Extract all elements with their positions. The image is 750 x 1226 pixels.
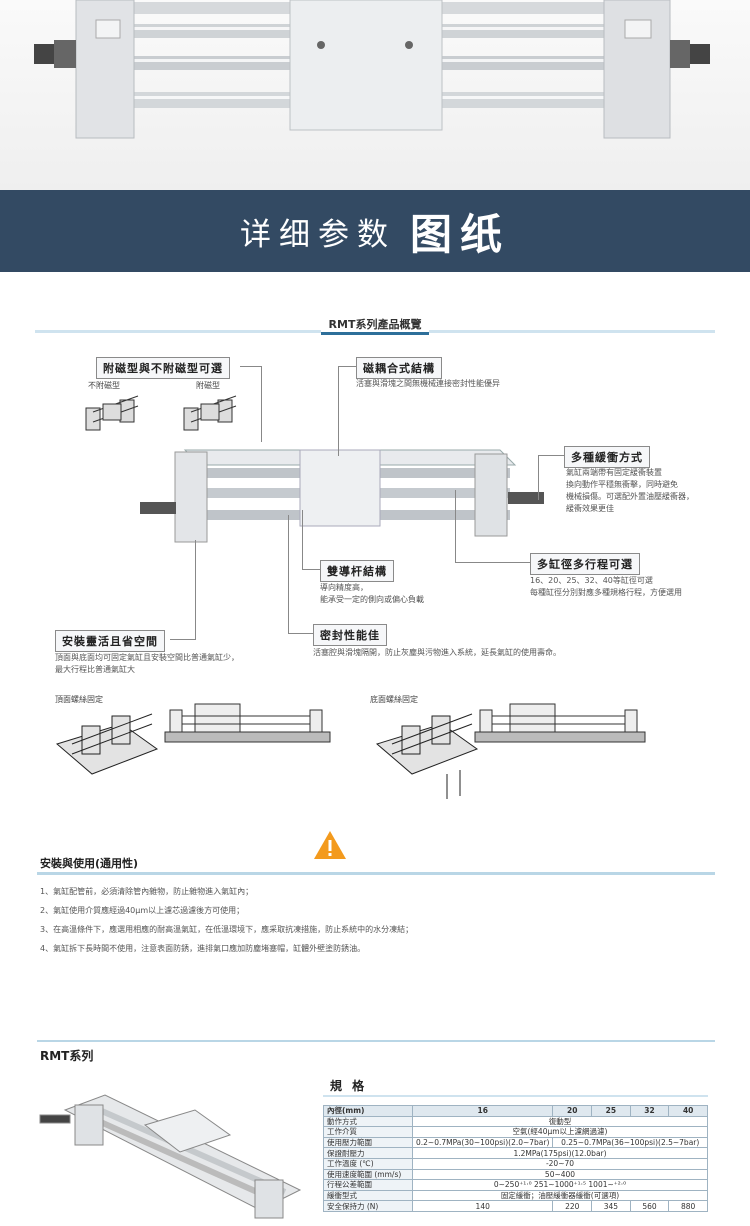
- label-bottom-mount: 底面螺絲固定: [370, 695, 418, 704]
- leader-line: [538, 455, 564, 456]
- table-row: 保證耐壓力 1.2MPa(175psi)(12.0bar): [323, 1147, 708, 1159]
- usage-item: 1、氣缸配管前，必須清除管內雜物，防止雜物進入氣缸內；: [40, 887, 254, 896]
- section-banner: 详细参数 图纸: [0, 190, 750, 272]
- leader-line: [288, 633, 313, 634]
- leader-line: [538, 455, 539, 500]
- usage-rule: [37, 872, 715, 875]
- product-photo-top: [0, 0, 750, 190]
- table-row: 緩衝型式 固定緩衝；油壓緩衝器緩衝(可選項): [323, 1189, 708, 1202]
- note-install: 頂面與底面均可固定氣缸且安裝空間比普通氣缸少， 最大行程比普通氣缸大: [55, 653, 239, 674]
- tag-buffer: 多種緩衝方式: [564, 446, 650, 468]
- usage-item: 2、氣缸使用介質應經過40μm以上濾芯過濾後方可使用；: [40, 906, 245, 915]
- table-row: 使用壓力範圍 0.2~0.7MPa(30~100psi)(2.0~7bar) 0…: [323, 1136, 708, 1149]
- note-seal: 活塞腔與滑塊隔開，防止灰塵與污物進入系統，延長氣缸的使用壽命。: [313, 648, 561, 657]
- warning-icon: [313, 829, 347, 865]
- table-row: 使用速度範圍 (mm/s) 50~400: [323, 1168, 708, 1181]
- overview-title: RMT系列產品概覽: [0, 316, 750, 335]
- tag-install: 安裝靈活且省空間: [55, 630, 165, 652]
- non-magnetic-cylinder-image: [78, 390, 148, 444]
- spec-rule: [323, 1095, 708, 1097]
- leader-line: [195, 540, 196, 640]
- spec-title: 規 格: [330, 1079, 368, 1093]
- tag-seal: 密封性能佳: [313, 624, 387, 646]
- label-top-mount: 頂面螺絲固定: [55, 695, 103, 704]
- table-row: 動作方式 復動型: [323, 1115, 708, 1128]
- note-double-rod: 導向精度高， 能承受一定的側向或偏心負載: [320, 583, 424, 604]
- top-mount-side-drawing: [160, 702, 335, 751]
- leader-line: [338, 366, 339, 456]
- banner-title-bold: 图纸: [409, 209, 510, 259]
- leader-line: [302, 510, 303, 570]
- usage-item: 4、氣缸拆下長時間不使用，注意表面防銹，進排氣口應加防塵堵塞帽，缸體外壁塗防銹油…: [40, 944, 366, 953]
- magnetic-cylinder-image: [176, 390, 246, 444]
- leader-line: [302, 569, 320, 570]
- rmt-title: RMT系列: [40, 1049, 94, 1063]
- leader-line: [240, 366, 262, 367]
- note-stroke: 16、20、25、32、40等缸徑可選 每種缸徑分別對應多種規格行程，方便選用: [530, 576, 682, 597]
- leader-line: [170, 639, 195, 640]
- spec-table: 內徑(mm) 16 20 25 32 40 動作方式 復動型 工作介質 空氣(經…: [323, 1105, 708, 1212]
- note-buffer: 氣缸兩端帶有固定緩衝裝置 換向動作平穩無衝擊，同時避免 機械損傷。可選配外置油壓…: [566, 468, 694, 513]
- rmt-product-photo: [35, 1080, 305, 1226]
- leader-line: [261, 366, 262, 442]
- top-mount-iso-drawing: [52, 704, 162, 798]
- usage-list: 1、氣缸配管前，必須清除管內雜物，防止雜物進入氣缸內； 2、氣缸使用介質應經過4…: [40, 882, 413, 958]
- table-row: 行程公差範圍 0~250⁺¹·⁰ 251~1000⁺¹·⁵ 1001~⁺²·⁰: [323, 1179, 708, 1191]
- tag-magnetic-coupling: 磁耦合式結構: [356, 357, 442, 379]
- usage-title: 安裝與使用(通用性): [40, 857, 139, 870]
- note-coupling: 活塞與滑塊之間無機械連接密封性能優异: [356, 379, 500, 388]
- bottom-mount-iso-drawing: [372, 704, 482, 808]
- leader-line: [455, 562, 530, 563]
- tag-magnetic-choice: 附磁型與不附磁型可選: [96, 357, 230, 379]
- bottom-mount-side-drawing: [470, 702, 650, 751]
- product-illustration: [130, 440, 550, 550]
- label-magnetic: 附磁型: [196, 381, 220, 390]
- tag-double-rod: 雙導杆結構: [320, 560, 394, 582]
- banner-title-thin: 详细参数: [239, 216, 396, 253]
- table-row: 工作溫度 (℃) -20~70: [323, 1157, 708, 1170]
- usage-item: 3、在高溫條件下，應選用相應的耐高溫氣缸，在低溫環境下，應采取抗凍措施，防止系統…: [40, 925, 414, 934]
- table-header-row: 內徑(mm) 16 20 25 32 40: [323, 1105, 708, 1117]
- leader-line: [455, 490, 456, 562]
- rmt-rule: [37, 1040, 715, 1042]
- leader-line: [288, 515, 289, 633]
- tag-multi-stroke: 多缸徑多行程可選: [530, 553, 640, 575]
- table-row: 安全保持力 (N) 140 220 345 560 880: [323, 1200, 708, 1212]
- label-non-magnetic: 不附磁型: [88, 381, 120, 390]
- leader-line: [338, 366, 356, 367]
- table-row: 工作介質 空氣(經40μm以上濾網過濾): [323, 1126, 708, 1138]
